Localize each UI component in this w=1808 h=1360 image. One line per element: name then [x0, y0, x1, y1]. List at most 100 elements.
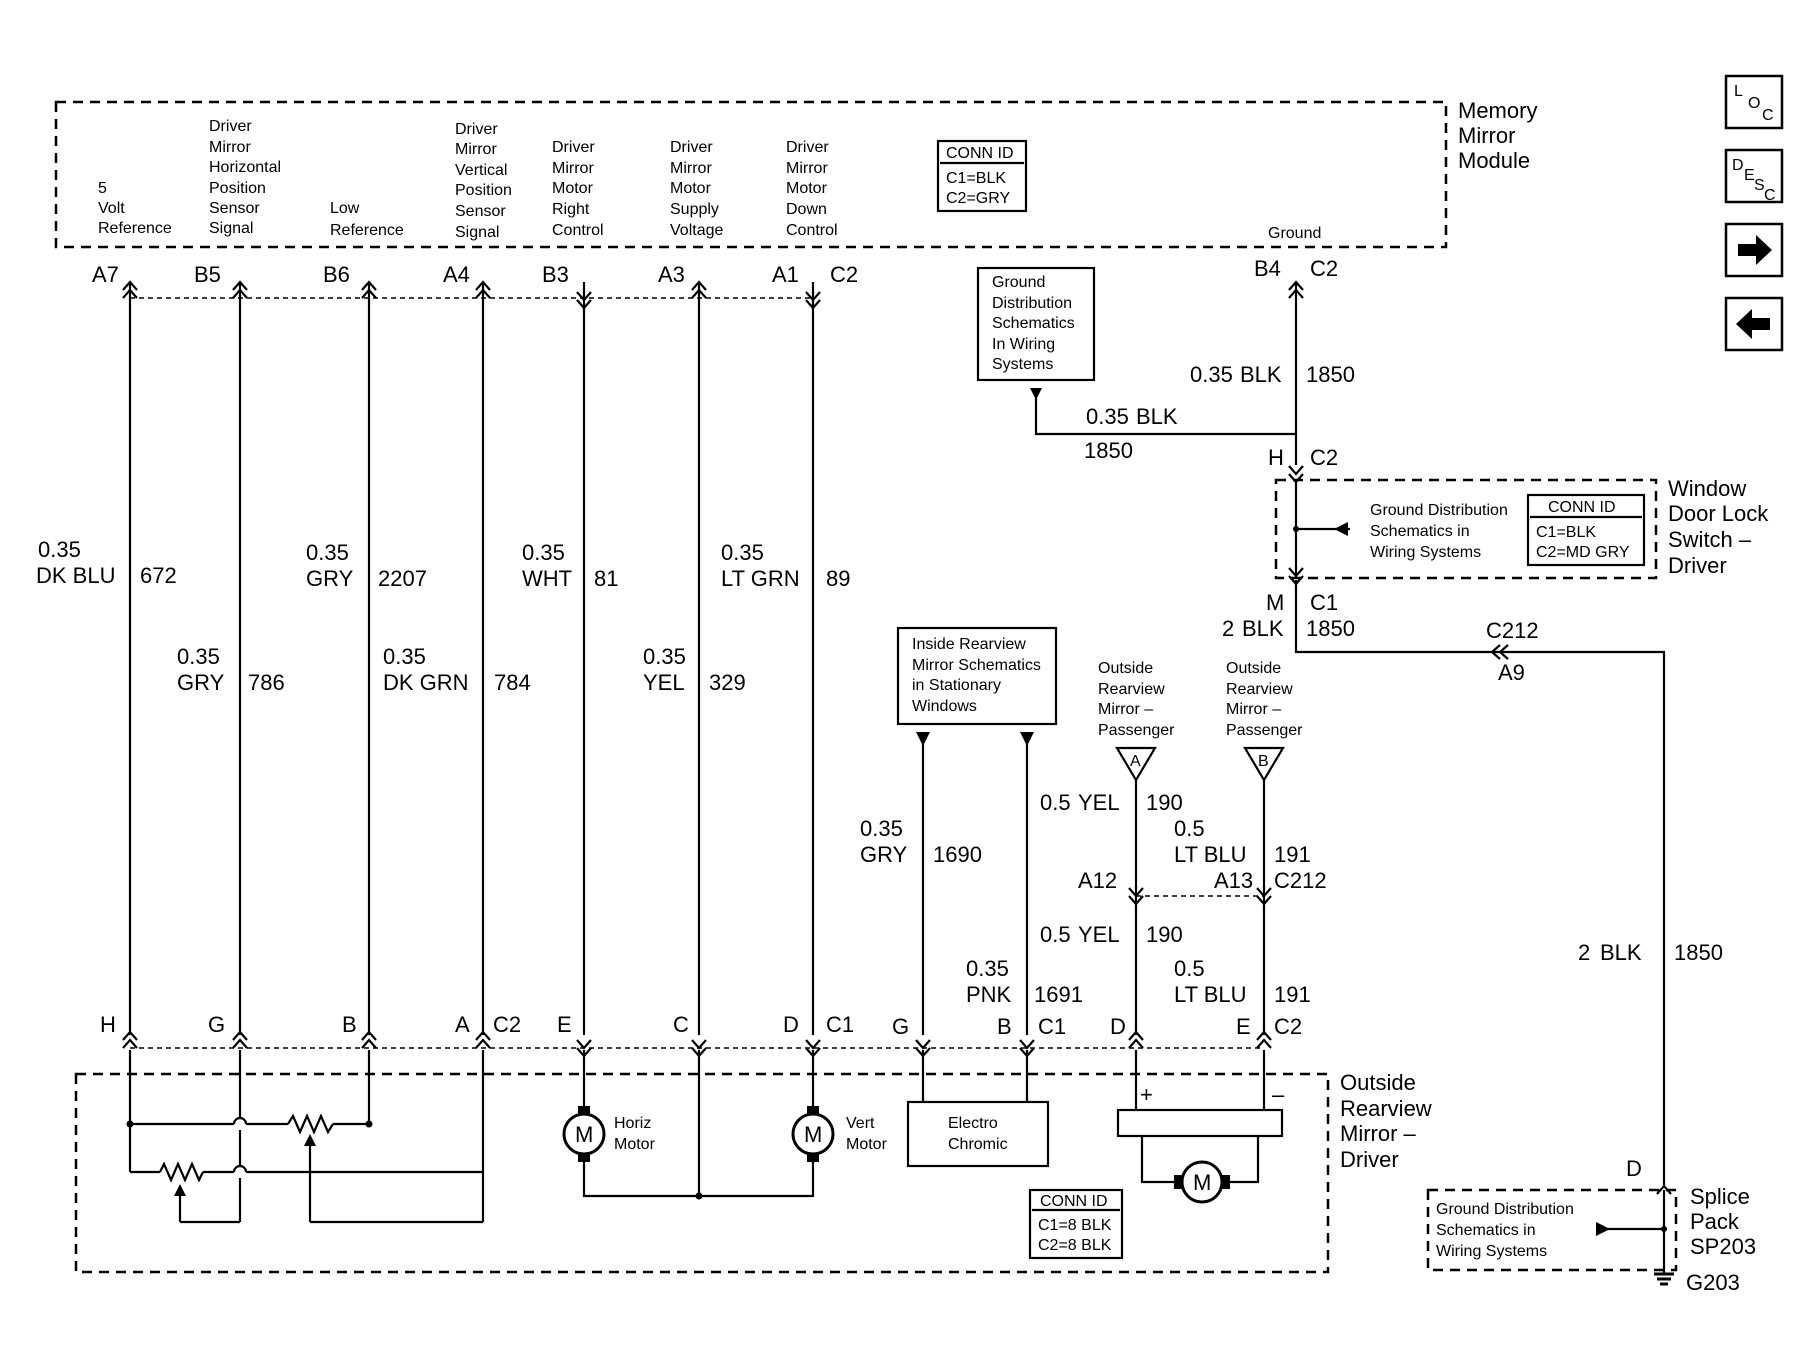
svg-text:Vert: Vert — [846, 1115, 875, 1132]
svg-text:YEL: YEL — [1078, 790, 1120, 815]
electrochromic-element: Electro Chromic — [906, 1050, 1050, 1168]
offpage-label-b: Outside Rearview Mirror – Passenger — [1226, 660, 1303, 739]
loc-button[interactable]: L O C — [1724, 74, 1784, 130]
pin-label-horizontal-sensor: Driver Mirror Horizontal Position Sensor… — [209, 118, 281, 237]
svg-text:0.35: 0.35 — [860, 816, 903, 841]
svg-text:Rearview: Rearview — [1098, 681, 1165, 698]
svg-text:Passenger: Passenger — [1098, 722, 1175, 739]
svg-text:H: H — [100, 1012, 116, 1037]
svg-text:C2: C2 — [493, 1012, 521, 1037]
svg-text:Motor: Motor — [846, 1136, 888, 1153]
svg-text:A3: A3 — [658, 262, 685, 287]
svg-text:1850: 1850 — [1084, 438, 1133, 463]
svg-text:2: 2 — [1578, 940, 1590, 965]
svg-text:Mirror –: Mirror – — [1340, 1121, 1417, 1146]
svg-text:2: 2 — [1222, 616, 1234, 641]
wire-label-1850-a: 0.35 BLK 1850 — [1084, 404, 1178, 463]
svg-text:81: 81 — [594, 566, 618, 591]
svg-text:Reference: Reference — [98, 220, 172, 237]
svg-text:786: 786 — [248, 670, 285, 695]
svg-text:C2=8 BLK: C2=8 BLK — [1038, 1237, 1112, 1254]
vert-motor: M Vert Motor — [791, 1050, 888, 1162]
svg-text:LT GRN: LT GRN — [721, 566, 800, 591]
svg-text:Control: Control — [552, 222, 604, 239]
svg-text:GRY: GRY — [306, 566, 354, 591]
svg-text:B3: B3 — [542, 262, 569, 287]
svg-text:Motor: Motor — [786, 180, 828, 197]
svg-text:BLK: BLK — [1240, 362, 1282, 387]
svg-text:C2=GRY: C2=GRY — [946, 190, 1011, 207]
svg-text:Supply: Supply — [670, 201, 719, 218]
svg-text:Low: Low — [330, 200, 360, 217]
svg-text:Mirror: Mirror — [786, 160, 828, 177]
svg-text:C2: C2 — [1310, 445, 1338, 470]
svg-text:Down: Down — [786, 201, 827, 218]
svg-text:C1=BLK: C1=BLK — [946, 170, 1006, 187]
svg-text:GRY: GRY — [177, 670, 225, 695]
svg-text:Chromic: Chromic — [948, 1136, 1008, 1153]
svg-text:WHT: WHT — [522, 566, 572, 591]
svg-text:Mirror: Mirror — [209, 139, 251, 156]
loc-icon: L O C — [1734, 83, 1774, 124]
svg-text:BLK: BLK — [1136, 404, 1178, 429]
offpage-connector-a: A — [1115, 746, 1157, 783]
svg-text:D: D — [1110, 1014, 1126, 1039]
svg-text:Ground Distribution: Ground Distribution — [1370, 502, 1508, 519]
module-title-line: Memory — [1458, 98, 1537, 123]
svg-text:Mirror: Mirror — [670, 160, 712, 177]
svg-text:Driver: Driver — [786, 139, 829, 156]
wire-label-1850-b: 0.35 BLK 1850 — [1190, 362, 1355, 387]
svg-text:L: L — [1734, 83, 1743, 100]
svg-text:Right: Right — [552, 201, 590, 218]
bottom-connector-pins: H G B A C2 E C D C1 G B C1 D E C2 — [100, 1012, 1302, 1039]
svg-text:Mirror: Mirror — [455, 141, 497, 158]
pin-label-low-reference: Low Reference — [330, 200, 404, 239]
svg-text:LT BLU: LT BLU — [1174, 982, 1247, 1007]
svg-text:1850: 1850 — [1674, 940, 1723, 965]
svg-text:5: 5 — [98, 180, 107, 197]
pin-label-motor-supply: Driver Mirror Motor Supply Voltage — [670, 139, 723, 239]
memory-mirror-module: Memory Mirror Module 5 Volt Reference Dr… — [54, 98, 1537, 249]
wire-label-329: 0.35 YEL 329 — [643, 644, 746, 695]
svg-text:1691: 1691 — [1034, 982, 1083, 1007]
svg-text:B: B — [1258, 753, 1269, 770]
wire-label-784: 0.35 DK GRN 784 — [383, 644, 531, 695]
svg-text:A13: A13 — [1214, 868, 1253, 893]
svg-text:Systems: Systems — [992, 356, 1053, 373]
svg-text:B: B — [342, 1012, 357, 1037]
wire-label-1850-d: 2 BLK 1850 — [1578, 940, 1723, 965]
svg-text:B6: B6 — [323, 262, 350, 287]
previous-page-button[interactable] — [1724, 296, 1784, 352]
svg-text:C1: C1 — [826, 1012, 854, 1037]
next-page-button[interactable] — [1724, 222, 1784, 278]
module-title-line: Mirror — [1458, 123, 1515, 148]
desc-button[interactable]: D E S C — [1724, 148, 1784, 204]
svg-text:A: A — [1130, 753, 1141, 770]
svg-text:0.5: 0.5 — [1174, 816, 1205, 841]
svg-text:Ground Distribution: Ground Distribution — [1436, 1201, 1574, 1218]
svg-text:Mirror –: Mirror – — [1098, 701, 1153, 718]
svg-text:G: G — [208, 1012, 225, 1037]
svg-text:Sensor: Sensor — [455, 203, 506, 220]
svg-text:190: 190 — [1146, 922, 1183, 947]
svg-text:1850: 1850 — [1306, 362, 1355, 387]
svg-text:O: O — [1748, 95, 1760, 112]
mmm-to-mirror-wires — [128, 282, 815, 1035]
pin-label-motor-right: Driver Mirror Motor Right Control — [552, 139, 604, 239]
svg-text:Driver: Driver — [670, 139, 713, 156]
svg-text:in Stationary: in Stationary — [912, 677, 1001, 694]
svg-text:C2: C2 — [1310, 256, 1338, 281]
wire-label-786: 0.35 GRY 786 — [177, 644, 285, 695]
svg-text:Outside: Outside — [1340, 1070, 1416, 1095]
svg-text:In Wiring: In Wiring — [992, 336, 1055, 353]
svg-text:CONN ID: CONN ID — [1040, 1193, 1108, 1210]
svg-text:YEL: YEL — [643, 670, 685, 695]
svg-text:SP203: SP203 — [1690, 1234, 1756, 1259]
svg-text:C1: C1 — [1310, 590, 1338, 615]
pin-label-motor-down: Driver Mirror Motor Down Control — [786, 139, 838, 239]
svg-text:A4: A4 — [443, 262, 470, 287]
wire-label-1690: 0.35 GRY 1690 — [860, 816, 982, 867]
svg-text:89: 89 — [826, 566, 850, 591]
svg-text:C2: C2 — [830, 262, 858, 287]
svg-text:Motor: Motor — [552, 180, 594, 197]
